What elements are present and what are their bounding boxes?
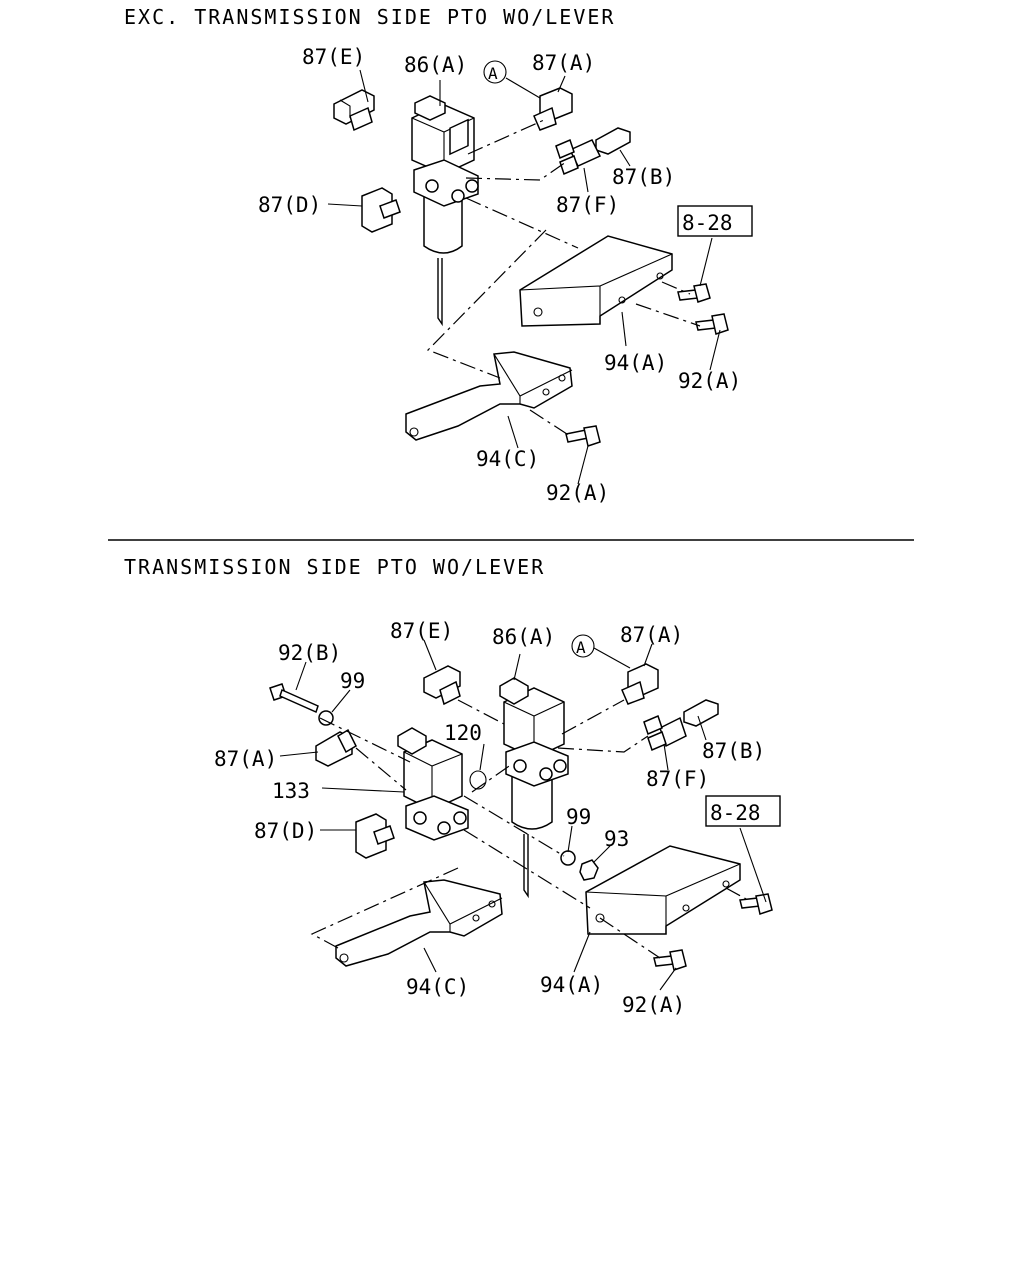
label-ref-8-28: 8-28 [682,211,733,235]
label-87f-2: 87(F) [646,767,709,791]
fitting-87e-2 [423,665,461,706]
bracket-94c [405,351,573,441]
washer-99-lower [560,850,576,866]
bolt-8-28-2 [739,893,773,915]
label-94c: 94(C) [476,447,539,471]
label-93: 93 [604,827,629,851]
section-top: EXC. TRANSMISSION SIDE PTO WO/LEVER [124,5,753,505]
label-99-lower: 99 [566,805,591,829]
fitting-87e [333,89,375,132]
label-86a: 86(A) [404,53,467,77]
solenoid-valve-86a-2 [499,677,569,899]
fitting-87f-2 [643,714,687,752]
washer-99-upper [318,710,334,726]
label-87a-left: 87(A) [214,747,277,771]
bolt-92b [269,683,319,714]
bracket-94a [519,235,673,327]
label-87d-2: 87(D) [254,819,317,843]
label-94a-2: 94(A) [540,973,603,997]
solenoid-valve-86a [411,95,479,327]
label-92a-2: 92(A) [622,993,685,1017]
label-circle-a-2: A [576,638,586,657]
label-92a-upper: 92(A) [678,369,741,393]
label-92b: 92(B) [278,641,341,665]
label-87b-2: 87(B) [702,739,765,763]
bolt-92a-lower [565,425,601,447]
fitting-87d [361,187,401,233]
label-87a-top: 87(A) [620,623,683,647]
fitting-87b [595,127,631,155]
nut-93 [579,859,599,881]
label-99-upper: 99 [340,669,365,693]
bolt-92a-upper [677,283,711,303]
section-bottom: TRANSMISSION SIDE PTO WO/LEVER [124,555,781,1017]
section-title-bottom: TRANSMISSION SIDE PTO WO/LEVER [124,555,545,579]
label-120: 120 [444,721,482,745]
fitting-87a-left [315,728,357,767]
label-87e: 87(E) [302,45,365,69]
fitting-87a [533,87,573,131]
label-86a-2: 86(A) [492,625,555,649]
label-94c-2: 94(C) [406,975,469,999]
label-94a: 94(A) [604,351,667,375]
bolt-92a-2 [653,949,687,971]
label-ref-8-28-2: 8-28 [710,801,761,825]
o-ring-120 [469,770,487,790]
ref-box-8-28 [677,205,753,237]
label-circle-a: A [488,64,498,83]
solenoid-valve-133 [397,727,469,841]
label-87e-2: 87(E) [390,619,453,643]
ref-box-8-28-2 [705,795,781,827]
bracket-94a-2 [585,845,741,935]
label-87d: 87(D) [258,193,321,217]
fitting-87f [555,138,602,176]
fitting-87b-2 [683,699,719,727]
label-133: 133 [272,779,310,803]
label-87a: 87(A) [532,51,595,75]
section-title-top: EXC. TRANSMISSION SIDE PTO WO/LEVER [124,5,615,29]
fitting-87a-top [621,663,659,705]
label-87f: 87(F) [556,193,619,217]
label-92a-lower: 92(A) [546,481,609,505]
bolt-92a-mid [695,313,729,335]
bracket-94c-2 [335,879,503,967]
label-87b: 87(B) [612,165,675,189]
fitting-87d-2 [355,813,395,859]
